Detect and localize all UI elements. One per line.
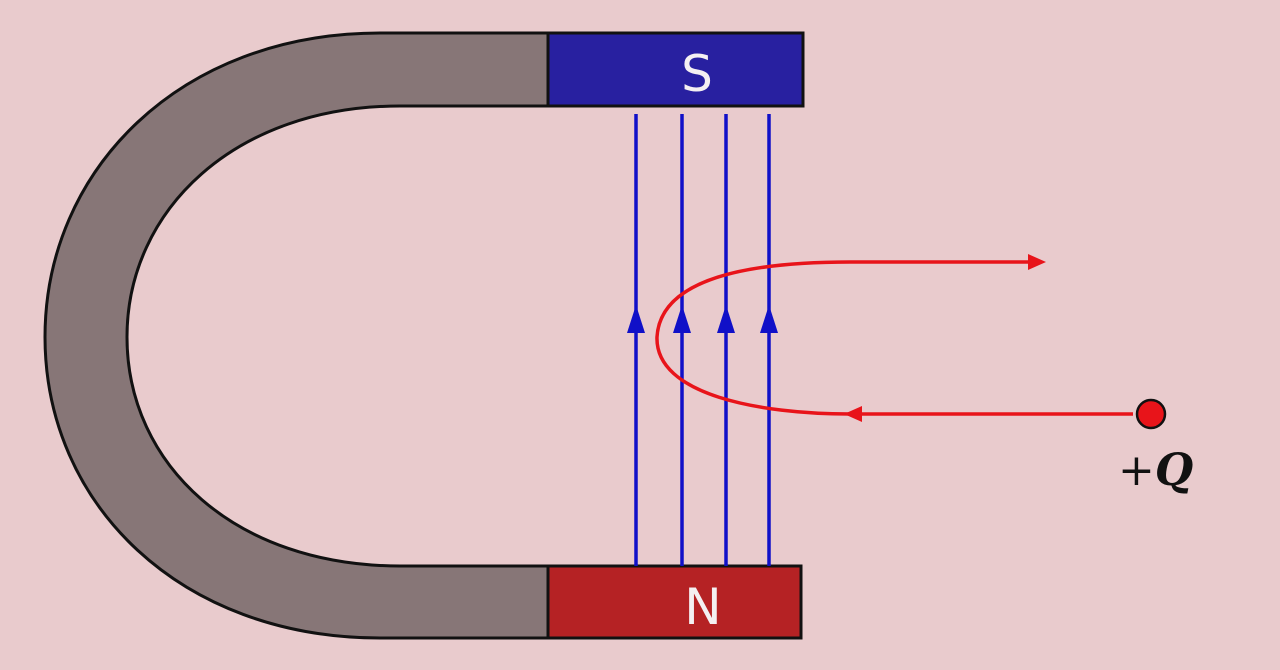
trajectory-arrow-right <box>1028 254 1046 270</box>
charge-symbol: Q <box>1155 445 1193 496</box>
particle-trajectory <box>655 254 1133 422</box>
south-pole-label: S <box>681 45 713 103</box>
north-pole-label: N <box>684 578 721 636</box>
charge-dot <box>1135 398 1167 430</box>
field-line-arrow <box>760 305 778 333</box>
trajectory-curve <box>655 260 1133 416</box>
field-line-arrow <box>627 305 645 333</box>
trajectory-arrow-left <box>844 406 862 422</box>
magnet-body <box>43 31 550 640</box>
north-pole-block <box>546 564 803 640</box>
charge-label: +Q <box>1118 445 1193 496</box>
point-charge: +Q <box>1118 398 1193 496</box>
field-line-arrow <box>673 305 691 333</box>
south-pole: S <box>546 31 805 108</box>
north-pole: N <box>546 564 803 640</box>
magnetic-field-lines <box>627 114 778 566</box>
charge-sign: + <box>1118 445 1155 496</box>
field-line-arrow <box>717 305 735 333</box>
magnet-u-shape <box>43 31 550 640</box>
south-pole-block <box>546 31 805 108</box>
